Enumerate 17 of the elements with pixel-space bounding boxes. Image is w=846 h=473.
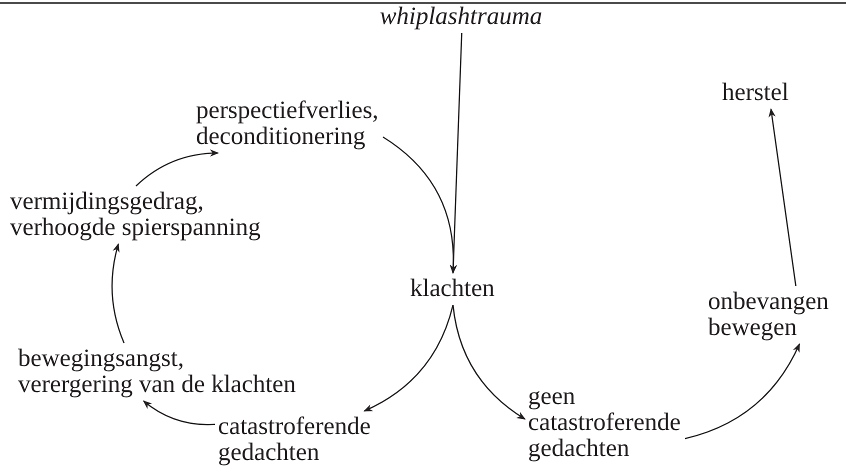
node-label: whiplashtrauma xyxy=(380,4,544,30)
arrow xyxy=(768,108,796,286)
arrow xyxy=(452,304,526,420)
node-label: herstel xyxy=(722,80,790,106)
arrow xyxy=(111,243,125,344)
arrow xyxy=(684,343,800,440)
arrow xyxy=(363,304,454,412)
node-label: vermijdingsgedrag, verhoogde spierspanning xyxy=(10,189,262,241)
node-label: catastroferende gedachten xyxy=(218,414,372,466)
arrow xyxy=(142,400,216,426)
node-label: klachten xyxy=(410,276,496,302)
node-label: onbevangen bewegen xyxy=(708,289,830,341)
node-label: geen catastroferende gedachten xyxy=(528,384,682,462)
arrow xyxy=(136,150,219,186)
arrow xyxy=(382,136,457,274)
node-label: perspectiefverlies, deconditionering xyxy=(196,98,380,150)
node-label: bewegingsangst, verergering van de klachten xyxy=(18,346,297,398)
